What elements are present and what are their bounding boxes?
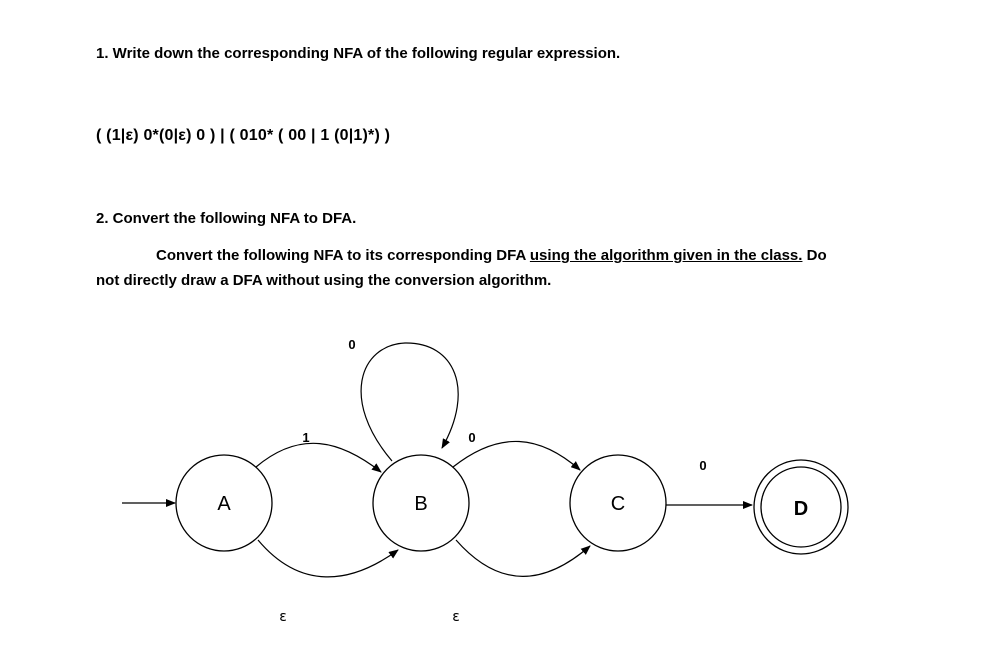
state-b-label: B <box>414 493 427 515</box>
instruction-text-end: Do <box>802 247 827 264</box>
state-b-circle <box>372 454 470 552</box>
question-1-title: 1. Write down the corresponding NFA of t… <box>96 45 621 62</box>
edge-c-d-0-label: 0 <box>699 458 706 473</box>
state-c-circle <box>569 454 667 552</box>
state-d-outer-circle <box>753 459 849 555</box>
edge-b-c-epsilon-label: ε <box>452 609 460 625</box>
edge-b-b-0-label: 0 <box>348 337 355 352</box>
edge-a-b-1-label: 1 <box>302 430 309 445</box>
state-a-label: A <box>217 493 231 515</box>
state-d-inner-circle <box>760 466 842 548</box>
state-d-label: D <box>794 498 808 520</box>
edge-a-b-epsilon <box>257 539 399 578</box>
edge-b-b-0 <box>360 342 459 462</box>
state-c-label: C <box>611 493 625 515</box>
instruction-text: Convert the following NFA to its corresp… <box>156 247 530 264</box>
instruction-line-2: not directly draw a DFA without using th… <box>96 272 552 289</box>
edge-a-b-epsilon-label: ε <box>279 609 287 625</box>
question-2-title: 2. Convert the following NFA to DFA. <box>96 210 357 227</box>
state-a-circle <box>175 454 273 552</box>
instruction-underlined-text: using the algorithm given in the class. <box>529 247 803 264</box>
edge-b-c-0-label: 0 <box>468 430 475 445</box>
regular-expression: ( (1|ε) 0*(0|ε) 0 ) | ( 010* ( 00 | 1 (0… <box>96 127 391 144</box>
edge-a-b-1 <box>255 442 382 473</box>
edge-b-c-0 <box>452 440 581 471</box>
edge-b-c-epsilon <box>455 539 591 577</box>
instruction-line-1: Convert the following NFA to its corresp… <box>156 247 827 264</box>
